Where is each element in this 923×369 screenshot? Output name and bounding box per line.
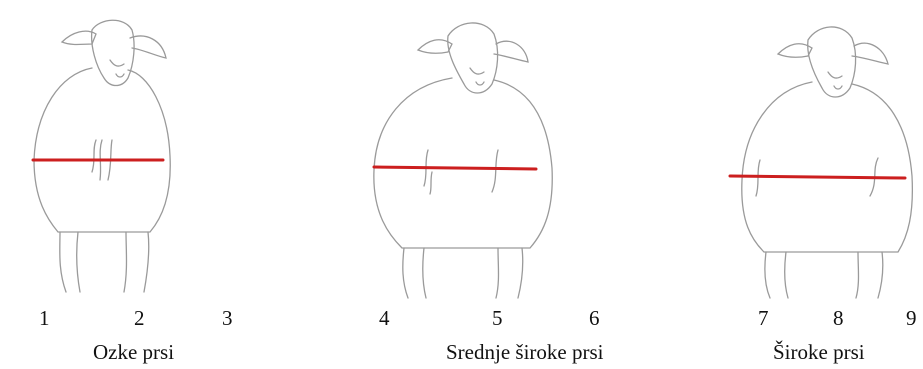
sheep-narrow bbox=[31, 19, 171, 293]
caption-narrow-chest: Ozke prsi bbox=[93, 340, 175, 364]
sheep-narrow-ear-right bbox=[129, 35, 167, 59]
sheep-medium-crease-right bbox=[491, 149, 499, 193]
sheep-wide-face bbox=[827, 71, 843, 90]
score-4: 4 bbox=[379, 306, 390, 330]
score-7: 7 bbox=[758, 306, 769, 330]
sheep-medium bbox=[372, 22, 553, 299]
sheep-narrow-body bbox=[33, 67, 171, 233]
score-3: 3 bbox=[222, 306, 233, 330]
chest-line-medium bbox=[372, 165, 538, 171]
sheep-medium-crease-left bbox=[423, 149, 433, 195]
sheep-wide-crease-left bbox=[755, 159, 761, 197]
score-9: 9 bbox=[906, 306, 917, 330]
sheep-medium-ear-left bbox=[416, 39, 453, 54]
caption-medium-chest: Srednje široke prsi bbox=[446, 340, 604, 364]
sheep-wide-body bbox=[741, 81, 914, 253]
score-5: 5 bbox=[492, 306, 503, 330]
sheep-medium-face bbox=[469, 67, 485, 86]
sheep-narrow-leg-right bbox=[123, 231, 150, 293]
sheep-wide-ear-right bbox=[851, 42, 889, 65]
sheep-medium-body bbox=[373, 77, 553, 249]
sheep-narrow-crease-right bbox=[107, 139, 113, 181]
sheep-wide-leg-left bbox=[764, 251, 789, 299]
chest-line-wide bbox=[728, 174, 907, 180]
sheep-wide-leg-right bbox=[855, 251, 884, 299]
caption-wide-chest: Široke prsi bbox=[773, 340, 865, 364]
sheep-wide-ear-left bbox=[776, 43, 813, 58]
sheep-medium-ear-right bbox=[493, 40, 529, 63]
sheep-wide-head bbox=[807, 26, 857, 98]
score-1: 1 bbox=[39, 306, 50, 330]
sheep-medium-leg-left bbox=[402, 247, 427, 299]
score-8: 8 bbox=[833, 306, 844, 330]
sheep-narrow-face bbox=[109, 59, 125, 78]
sheep-figure bbox=[31, 19, 914, 299]
sheep-wide bbox=[728, 26, 914, 299]
score-2: 2 bbox=[134, 306, 145, 330]
sheep-medium-leg-right bbox=[495, 247, 524, 299]
sheep-narrow-ear-left bbox=[60, 30, 97, 46]
sheep-narrow-head bbox=[90, 19, 135, 87]
sheep-medium-head bbox=[447, 22, 499, 94]
sheep-narrow-leg-left bbox=[59, 231, 81, 293]
score-6: 6 bbox=[589, 306, 600, 330]
